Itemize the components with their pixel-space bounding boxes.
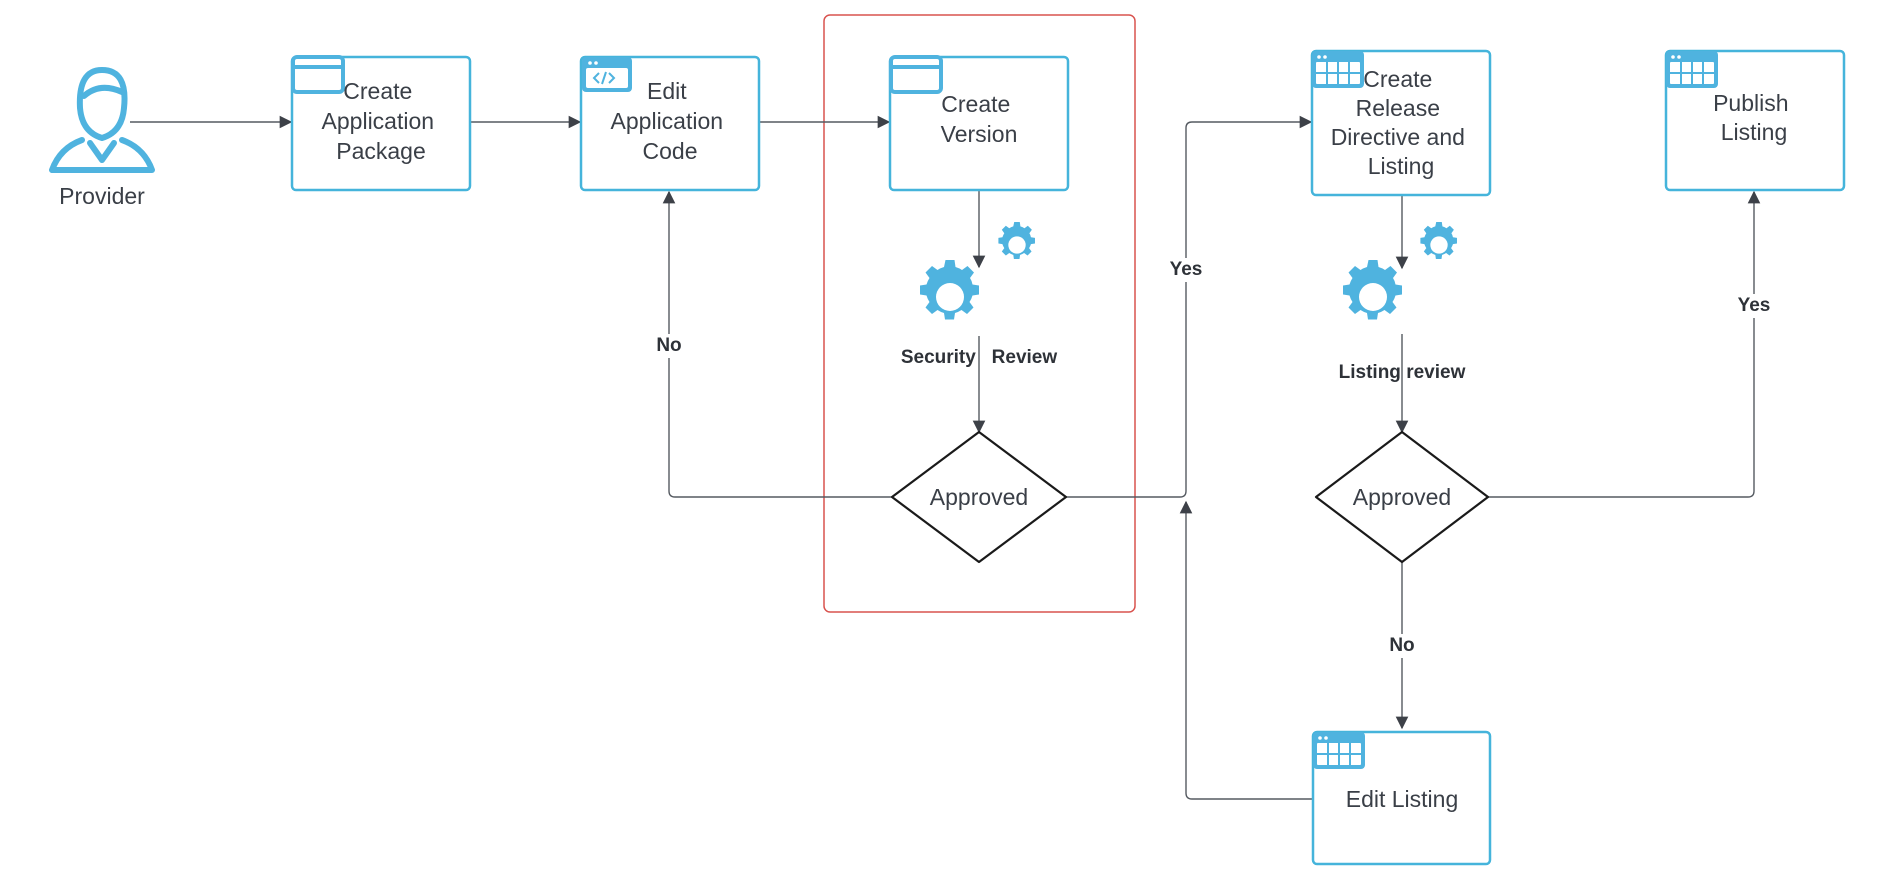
edge-no-back-to-code <box>662 190 892 498</box>
yes-label: Yes <box>1738 295 1771 316</box>
edge-yes-to-release <box>1066 115 1313 498</box>
create-application-package-box[interactable]: Create Application Package <box>290 55 472 192</box>
box-line: Listing <box>1721 119 1787 145</box>
edge-yes-to-publish <box>1488 190 1761 498</box>
security-review-label: Security Review <box>901 347 1058 368</box>
box-line: Application <box>322 108 435 134</box>
box-line: Listing <box>1368 153 1434 179</box>
browser-window-icon <box>889 55 943 94</box>
grid-window-icon <box>1666 51 1718 88</box>
listing-review-gears: Listing review <box>1339 222 1466 383</box>
svg-text:Edit Application C: Edit Application Code <box>611 78 730 164</box>
provider-actor: Provider <box>49 67 155 209</box>
box-line: Version <box>941 121 1018 147</box>
person-icon <box>49 67 155 173</box>
approved-decision-2[interactable]: Approved <box>1314 430 1490 564</box>
decision-label: Approved <box>1353 484 1451 510</box>
code-window-icon <box>582 57 632 92</box>
box-line: Directive and <box>1331 124 1465 150</box>
svg-text:Create Version: Create Version <box>941 91 1018 147</box>
approved-decision-1[interactable]: Approved <box>890 430 1068 564</box>
gear-icon <box>1343 260 1402 320</box>
grid-window-icon <box>1312 51 1364 88</box>
listing-review-label: Listing review <box>1339 362 1466 383</box>
box-line: Create <box>941 91 1010 117</box>
box-line: Edit Listing <box>1346 786 1459 812</box>
create-version-box[interactable]: Create Version <box>888 55 1070 192</box>
edge-edit-listing-back <box>1179 500 1312 800</box>
create-release-directive-box[interactable]: Create Release Directive and Listing <box>1310 49 1492 197</box>
provider-label: Provider <box>59 183 145 209</box>
security-review-gears: Security Review <box>901 222 1058 368</box>
connectors <box>130 115 1761 800</box>
box-line: Application <box>611 108 724 134</box>
security-stage-frame <box>823 14 1136 613</box>
edge-labels: No Yes Yes No <box>652 258 1774 658</box>
yes-label: Yes <box>1170 259 1203 280</box>
decision-label: Approved <box>930 484 1028 510</box>
box-line: Edit <box>647 78 687 104</box>
gear-icon <box>920 260 979 320</box>
box-line: Publish <box>1713 90 1788 116</box>
svg-text:Create Application: Create Application Package <box>322 78 441 164</box>
edit-listing-box[interactable]: Edit Listing <box>1311 730 1492 866</box>
no-label: No <box>1389 635 1414 656</box>
browser-window-icon <box>291 55 345 94</box>
edit-application-code-box[interactable]: Edit Application Code <box>579 55 761 192</box>
box-line: Code <box>643 138 698 164</box>
no-label: No <box>656 335 681 356</box>
svg-text:Create Release Dir: Create Release Directive and Listing <box>1331 66 1472 179</box>
box-line: Package <box>336 138 426 164</box>
svg-text:Publish Listing: Publish Listing <box>1713 90 1795 145</box>
grid-window-icon <box>1313 732 1365 769</box>
gear-icon <box>998 222 1035 259</box>
box-line: Release <box>1356 95 1440 121</box>
gear-icon <box>1420 222 1457 259</box>
box-line: Create <box>1363 66 1432 92</box>
box-line: Create <box>343 78 412 104</box>
publish-listing-box[interactable]: Publish Listing <box>1664 49 1846 192</box>
svg-text:Edit Listing: Edit Listing <box>1346 786 1459 812</box>
